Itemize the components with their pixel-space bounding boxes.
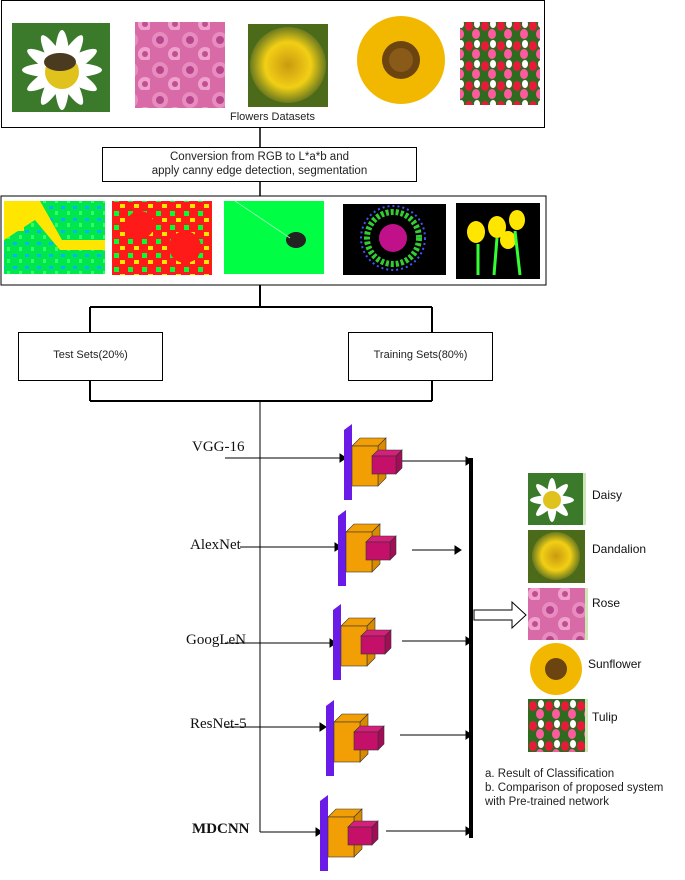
network-label-alexnet: AlexNet (190, 537, 241, 554)
class-thumb-tulip (528, 699, 588, 752)
tulip-image (460, 22, 540, 105)
class-thumb-sunflower (528, 643, 585, 696)
network-label-vgg16: VGG-16 (192, 439, 245, 456)
class-label-tulip: Tulip (592, 710, 618, 724)
sunflower-image (355, 16, 447, 106)
note-b: b. Comparison of proposed system (485, 781, 663, 795)
daisy-image (12, 23, 110, 112)
class-label-daisy: Daisy (592, 488, 622, 502)
class-label-rose: Rose (592, 596, 620, 610)
segmented-image-3 (224, 201, 324, 274)
result-arrow-icon (474, 602, 526, 628)
note-b-cont: with Pre-trained network (485, 795, 609, 809)
class-thumb-rose (528, 588, 588, 640)
segmented-image-5 (456, 203, 540, 279)
cnn-block-resnet (326, 700, 396, 785)
network-label-resnet: ResNet-5 (190, 716, 247, 733)
rose-image (135, 22, 225, 108)
test-sets-label: Test Sets(20%) (18, 349, 163, 361)
datasets-label: Flowers Datasets (200, 111, 345, 123)
segmented-image-1 (4, 201, 105, 274)
segmented-image-2 (112, 201, 212, 275)
note-a: a. Result of Classification (485, 767, 614, 781)
process-text-line1: Conversion from RGB to L*a*b and (102, 151, 417, 163)
class-label-dandelion: Dandalion (592, 542, 646, 556)
cnn-block-vgg16 (344, 424, 414, 509)
training-sets-label: Training Sets(80%) (348, 349, 493, 361)
class-thumb-daisy (528, 473, 586, 525)
dandelion-image (248, 24, 328, 107)
cnn-block-alexnet (338, 510, 408, 595)
segmented-image-4 (343, 204, 446, 275)
network-label-googlenet: GoogLeN (186, 632, 246, 649)
cnn-block-googlenet (333, 604, 403, 689)
network-label-mdcnn: MDCNN (192, 821, 250, 838)
process-text-line2: apply canny edge detection, segmentation (102, 165, 417, 177)
class-label-sunflower: Sunflower (588, 657, 641, 671)
cnn-block-mdcnn (320, 795, 390, 880)
class-thumb-dandelion (528, 530, 585, 583)
